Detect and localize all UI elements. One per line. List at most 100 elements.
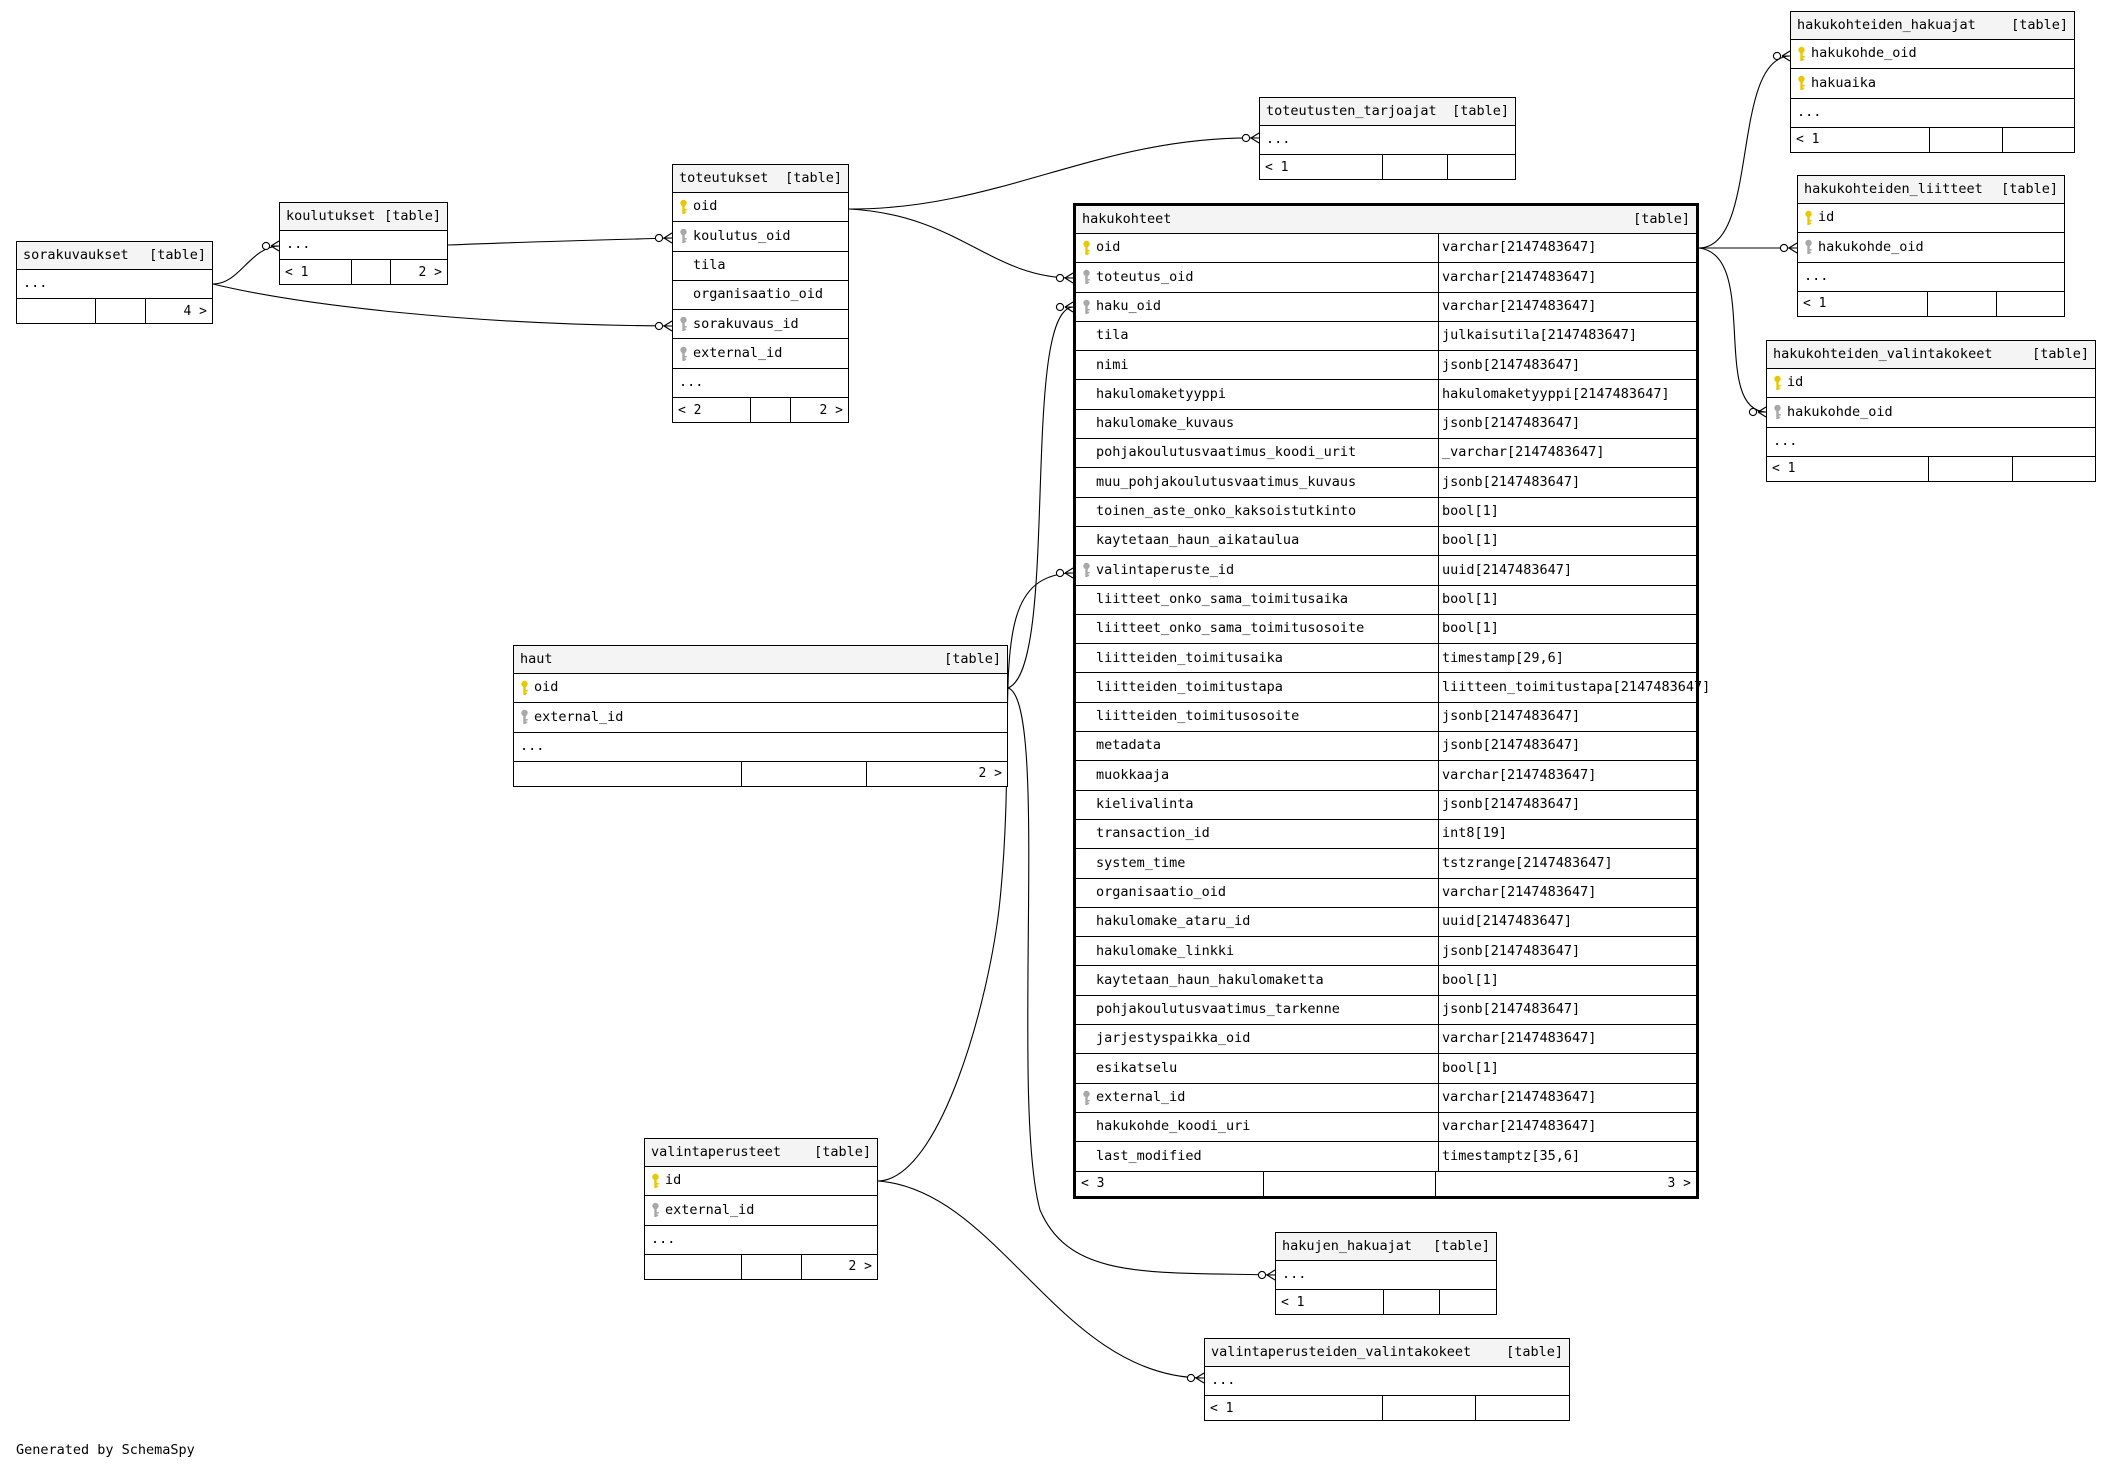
child-count-link[interactable]: 4 > [183,303,207,319]
table-hakukohteiden-hakuajat[interactable]: hakukohteiden_hakuajat[table]hakukohde_o… [1790,11,2075,153]
column-row[interactable]: hakuaika [1791,69,2074,99]
child-count-link[interactable]: 2 > [848,1259,872,1275]
more-columns-row[interactable]: ... [1205,1367,1569,1397]
column-row[interactable]: hakukohde_oid [1767,398,2095,428]
more-columns-row[interactable]: ... [17,270,212,300]
table-header[interactable]: valintaperusteiden_valintakokeet[table] [1205,1339,1569,1367]
more-columns-row[interactable]: ... [1767,428,2095,457]
child-count-link[interactable] [2013,457,2096,481]
table-toteutusten-tarjoajat[interactable]: toteutusten_tarjoajat[table]...< 1 [1259,97,1516,181]
table-header[interactable]: toteutusten_tarjoajat[table] [1260,98,1515,126]
table-name[interactable]: valintaperusteet [651,1143,782,1160]
column-row[interactable]: hakukohde_oid [1791,40,2074,70]
table-name[interactable]: toteutusten_tarjoajat [1266,102,1437,119]
table-name[interactable]: sorakuvaukset [23,246,129,263]
column-row[interactable]: external_id [673,339,848,369]
column-row[interactable]: oid [673,193,848,223]
column-row[interactable]: id [645,1167,877,1197]
child-count-link[interactable] [1476,1396,1570,1420]
parent-count-link[interactable]: < 1 [280,260,353,285]
parent-count-link[interactable]: < 1 [1767,456,1929,481]
table-header[interactable]: sorakuvaukset[table] [17,242,212,270]
table-name[interactable]: hakujen_hakuajat [1282,1237,1413,1254]
table-header[interactable]: hakukohteiden_liitteet[table] [1798,176,2064,204]
table-header[interactable]: koulutukset[table] [280,203,447,231]
table-header[interactable]: valintaperusteet[table] [645,1139,877,1167]
parent-count-link[interactable] [645,1254,743,1279]
column-row[interactable]: sorakuvaus_id [673,310,848,340]
table-name[interactable]: valintaperusteiden_valintakokeet [1211,1343,1472,1360]
column-row[interactable]: organisaatio_oid [673,281,848,311]
child-count-link[interactable] [1440,1290,1496,1314]
column-row[interactable]: external_id [645,1196,877,1226]
parent-count-link[interactable]: < 3 [1076,1171,1265,1196]
parent-count-link[interactable] [514,761,743,786]
column-row[interactable]: pohjakoulutusvaatimus_koodi_urit_varchar… [1076,439,1696,469]
child-count-link[interactable]: 2 > [978,766,1002,782]
column-row[interactable]: external_id [514,703,1007,733]
parent-count-link[interactable]: < 1 [1260,155,1383,180]
more-columns-row[interactable]: ... [280,231,447,261]
column-row[interactable]: id [1767,369,2095,399]
table-header[interactable]: hakukohteet[table] [1076,206,1696,234]
more-columns-row[interactable]: ... [1276,1261,1496,1291]
table-name[interactable]: hakukohteiden_hakuajat [1797,16,1976,33]
table-header[interactable]: toteutukset[table] [673,165,848,193]
child-count-link[interactable] [1997,292,2064,316]
table-valintaperusteiden-valintakokeet[interactable]: valintaperusteiden_valintakokeet[table].… [1204,1338,1570,1422]
table-koulutukset[interactable]: koulutukset[table]...< 1 2 > [279,202,448,286]
table-name[interactable]: hakukohteet [1082,210,1172,227]
table-header[interactable]: hakukohteiden_valintakokeet[table] [1767,341,2095,369]
table-header[interactable]: hakukohteiden_hakuajat[table] [1791,12,2074,40]
more-columns-row[interactable]: ... [673,369,848,399]
more-columns-row[interactable]: ... [645,1226,877,1255]
parent-count-link[interactable] [17,299,97,324]
child-count-link[interactable]: 2 > [418,264,442,280]
child-count-link[interactable] [2003,128,2075,152]
table-name[interactable]: hakukohteiden_liitteet [1804,180,1983,197]
column-row[interactable]: oid [514,674,1007,704]
table-name[interactable]: hakukohteiden_valintakokeet [1773,345,1993,362]
column-row[interactable]: tila [673,252,848,281]
parent-count-link[interactable]: < 1 [1205,1396,1383,1421]
table-name[interactable]: haut [520,650,553,667]
parent-count-link[interactable]: < 1 [1798,291,1928,316]
child-count-link[interactable] [1448,155,1515,179]
parent-count-link[interactable]: < 2 [673,398,752,423]
more-columns-row[interactable]: ... [1791,99,2074,128]
child-count-link[interactable]: 2 > [819,402,843,418]
more-columns-row[interactable]: ... [1260,126,1515,156]
table-name[interactable]: koulutukset [286,207,376,224]
